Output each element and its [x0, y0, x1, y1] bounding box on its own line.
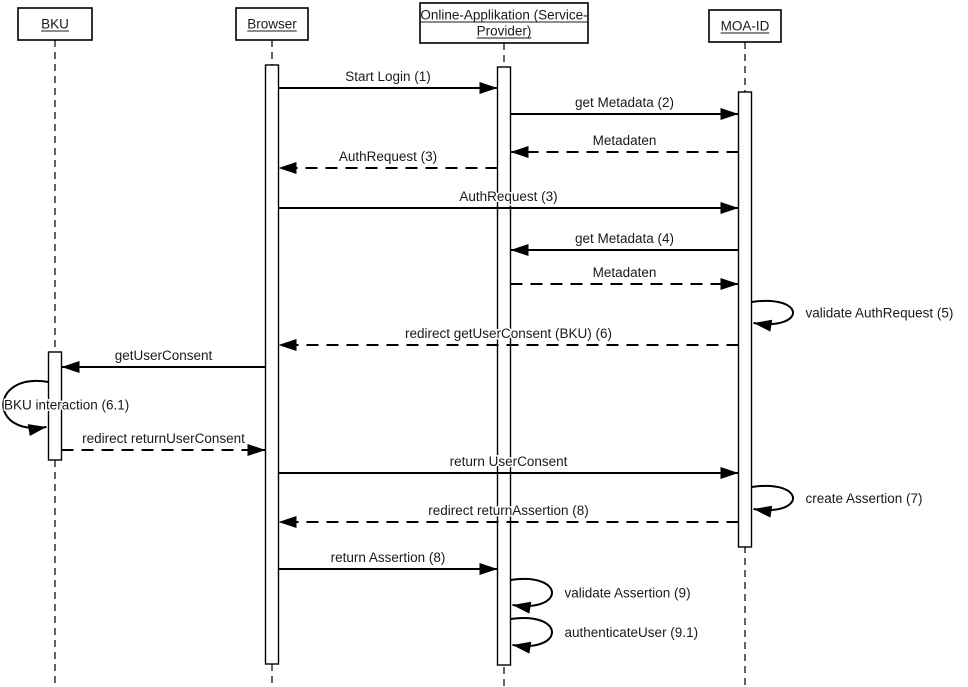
- lifeline-header-browser: [235, 7, 309, 41]
- activation-bar-browser: [264, 64, 280, 665]
- message-label-13: return UserConsent: [450, 454, 568, 469]
- message-label-7: Metadaten: [593, 265, 657, 280]
- message-label-17: validate Assertion (9): [565, 586, 691, 601]
- message-label-1: Start Login (1): [345, 69, 431, 84]
- lifeline-header-moaid: [708, 9, 782, 43]
- message-label-3: Metadaten: [593, 133, 657, 148]
- message-label-18: authenticateUser (9.1): [565, 625, 699, 640]
- message-label-15: redirect returnAssertion (8): [428, 503, 589, 518]
- lifeline-label-bku: BKU: [41, 17, 69, 32]
- lifeline-label-browser: Browser: [247, 17, 297, 32]
- self-message-arrow-14: [751, 484, 794, 518]
- message-label-2: get Metadata (2): [575, 95, 674, 110]
- message-label-11: BKU interaction (6.1): [4, 398, 129, 413]
- lifeline-label-moaid: MOA-ID: [721, 19, 770, 34]
- lifeline-label-sp: Online-Applikation (Service-: [420, 8, 587, 23]
- message-label-10: getUserConsent: [115, 348, 213, 363]
- message-label-14: create Assertion (7): [806, 491, 923, 506]
- self-message-arrow-17: [510, 577, 553, 614]
- lifeline-header-bku: [17, 7, 93, 41]
- lifeline-label-sp: Provider): [477, 24, 532, 39]
- lifeline-header-sp: [419, 2, 589, 44]
- message-label-8: validate AuthRequest (5): [806, 306, 954, 321]
- activation-bar-moaid: [737, 91, 753, 548]
- message-label-6: get Metadata (4): [575, 231, 674, 246]
- message-label-12: redirect returnUserConsent: [82, 431, 245, 446]
- message-label-4: AuthRequest (3): [339, 149, 437, 164]
- message-label-16: return Assertion (8): [331, 550, 446, 565]
- message-label-9: redirect getUserConsent (BKU) (6): [405, 326, 612, 341]
- self-message-arrow-11: [2, 379, 49, 436]
- message-label-5: AuthRequest (3): [459, 189, 557, 204]
- self-message-arrow-18: [510, 616, 553, 654]
- self-message-arrow-8: [751, 299, 794, 332]
- activation-bar-sp: [496, 66, 512, 666]
- activation-bar-bku: [47, 351, 63, 461]
